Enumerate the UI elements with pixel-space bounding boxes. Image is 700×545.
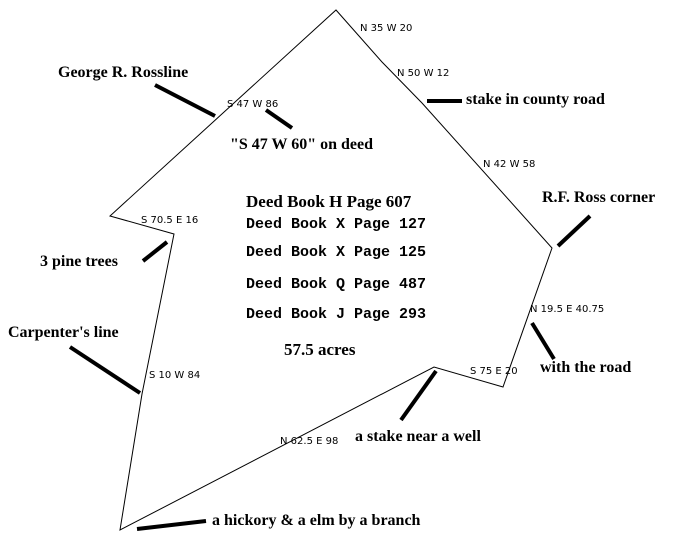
well-leader — [399, 369, 438, 422]
note-pine-trees: 3 pine trees — [40, 253, 118, 270]
bearing-s70-5e16: S 70.5 E 16 — [141, 215, 198, 226]
deed-book-h: Deed Book H Page 607 — [246, 192, 412, 211]
carpenter-leader — [68, 345, 142, 395]
bearing-n35w20: N 35 W 20 — [360, 23, 412, 34]
bearing-s10w84: S 10 W 84 — [149, 370, 200, 381]
deed-book-j: Deed Book J Page 293 — [246, 306, 426, 323]
hickory-leader — [136, 519, 207, 531]
deed-book-x-125: Deed Book X Page 125 — [246, 244, 426, 261]
note-county-road: stake in county road — [466, 91, 605, 108]
note-with-road: with the road — [540, 359, 631, 376]
deed-book-x-127: Deed Book X Page 127 — [246, 216, 426, 233]
ross-line-leader — [154, 83, 216, 118]
bearing-s47w86: S 47 W 86 — [227, 99, 278, 110]
note-deed-bearing: "S 47 W 60" on deed — [230, 136, 373, 153]
bearing-n62-5e98: N 62.5 E 98 — [280, 436, 338, 447]
note-stake-well: a stake near a well — [355, 428, 481, 445]
pine-trees-leader — [141, 240, 169, 263]
property-boundary — [108, 9, 553, 531]
bearing-s75e20: S 75 E 20 — [470, 366, 518, 377]
bearing-n50w12: N 50 W 12 — [397, 68, 449, 79]
note-carpenter-line: Carpenter's line — [8, 324, 119, 341]
bearing-n19-5e40-75: N 19.5 E 40.75 — [530, 304, 604, 315]
acreage: 57.5 acres — [284, 340, 356, 359]
with-road-leader — [530, 321, 556, 361]
deed-note-leader — [264, 108, 294, 130]
bearing-n42w58: N 42 W 58 — [483, 159, 535, 170]
note-ross-line: George R. Rossline — [58, 64, 188, 81]
note-ross-corner: R.F. Ross corner — [542, 189, 655, 206]
ross-corner-leader — [556, 214, 592, 248]
note-hickory-elm: a hickory & a elm by a branch — [212, 512, 421, 529]
deed-book-q: Deed Book Q Page 487 — [246, 276, 426, 293]
